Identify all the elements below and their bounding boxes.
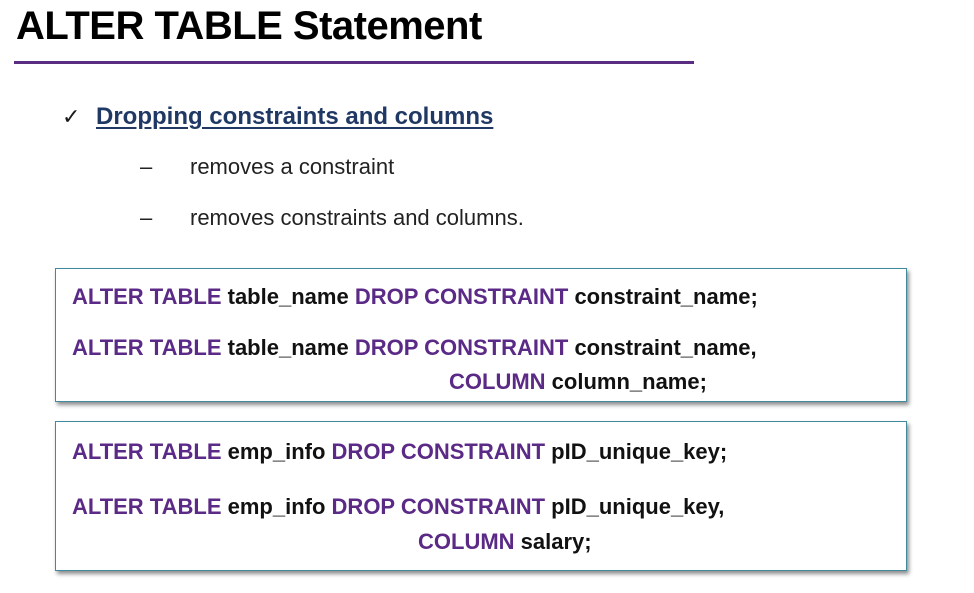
sql-identifier: column_name;: [551, 369, 707, 394]
code-line: ALTER TABLE emp_info DROP CONSTRAINT pID…: [72, 494, 724, 520]
code-line: COLUMN salary;: [418, 529, 592, 555]
slide-title: ALTER TABLE Statement: [16, 4, 482, 48]
sql-identifier: pID_unique_key;: [551, 439, 728, 464]
checkmark-icon: ✓: [62, 104, 81, 129]
code-line: ALTER TABLE table_name DROP CONSTRAINT c…: [72, 284, 758, 310]
sql-identifier: constraint_name,: [574, 335, 757, 360]
sql-keyword: DROP CONSTRAINT: [331, 494, 546, 519]
sql-identifier: emp_info: [227, 494, 326, 519]
sql-identifier: constraint_name;: [574, 284, 758, 309]
sub-item-text: removes a constraint: [190, 154, 395, 179]
example-box: ALTER TABLE emp_info DROP CONSTRAINT pID…: [55, 421, 907, 571]
sub-item-text: removes constraints and columns.: [190, 205, 524, 230]
bullet-heading: Dropping constraints and columns: [96, 103, 494, 130]
sql-keyword: ALTER TABLE: [72, 439, 222, 464]
sql-identifier: pID_unique_key,: [551, 494, 725, 519]
bullet-item: ✓ Dropping constraints and columns: [62, 103, 493, 131]
sql-identifier: emp_info: [227, 439, 326, 464]
code-line: ALTER TABLE emp_info DROP CONSTRAINT pID…: [72, 439, 727, 465]
dash-icon: –: [140, 205, 153, 230]
sql-keyword: DROP CONSTRAINT: [354, 284, 569, 309]
sql-keyword: COLUMN: [449, 369, 546, 394]
sql-keyword: ALTER TABLE: [72, 284, 222, 309]
dash-icon: –: [140, 154, 153, 179]
sql-keyword: DROP CONSTRAINT: [331, 439, 546, 464]
code-line: COLUMN column_name;: [449, 369, 707, 395]
syntax-box: ALTER TABLE table_name DROP CONSTRAINT c…: [55, 268, 907, 402]
sql-identifier: salary;: [520, 529, 592, 554]
sql-identifier: table_name: [227, 284, 349, 309]
sql-keyword: ALTER TABLE: [72, 335, 222, 360]
sub-item: – removes a constraint: [140, 154, 394, 180]
sql-keyword: COLUMN: [418, 529, 515, 554]
sub-item: – removes constraints and columns.: [140, 205, 524, 231]
sql-keyword: DROP CONSTRAINT: [354, 335, 569, 360]
title-underline: [14, 61, 694, 64]
sql-keyword: ALTER TABLE: [72, 494, 222, 519]
sql-identifier: table_name: [227, 335, 349, 360]
code-line: ALTER TABLE table_name DROP CONSTRAINT c…: [72, 335, 757, 361]
